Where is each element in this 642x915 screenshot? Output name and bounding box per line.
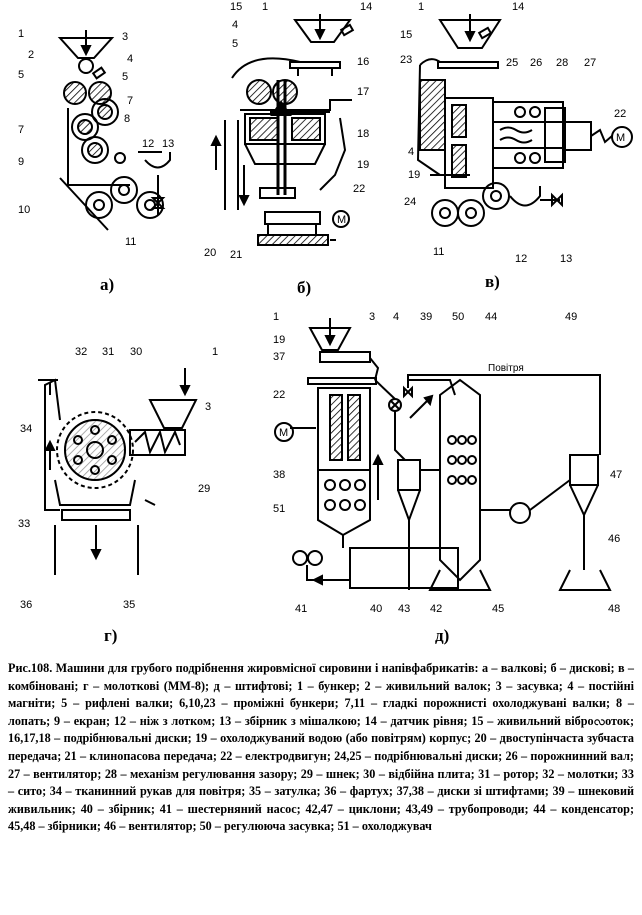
figure-caption: Рис.108. Машини для грубого подрібнення … (8, 661, 634, 834)
svg-text:4: 4 (393, 311, 399, 323)
svg-text:16: 16 (357, 56, 369, 68)
svg-text:г): г) (104, 626, 117, 645)
panel-a-numbers: 1 2 3 4 5 5 7 7 8 9 10 11 12 13 а) (18, 28, 174, 294)
svg-text:14: 14 (360, 1, 372, 13)
svg-text:18: 18 (357, 128, 369, 140)
svg-text:1: 1 (18, 28, 24, 40)
panel-d (274, 318, 612, 591)
svg-text:26: 26 (530, 57, 542, 69)
svg-text:40: 40 (370, 603, 382, 615)
svg-text:13: 13 (560, 253, 572, 265)
svg-text:34: 34 (20, 423, 32, 435)
svg-text:41: 41 (295, 603, 307, 615)
svg-text:19: 19 (357, 159, 369, 171)
svg-text:12: 12 (515, 253, 527, 265)
svg-text:51: 51 (273, 503, 285, 515)
svg-text:32: 32 (75, 346, 87, 358)
svg-text:43: 43 (398, 603, 410, 615)
svg-text:9: 9 (18, 156, 24, 168)
svg-text:36: 36 (20, 599, 32, 611)
svg-text:23: 23 (400, 54, 412, 66)
machines-diagram: 1 2 3 4 5 5 7 7 8 9 10 11 12 13 а) (18, 1, 633, 645)
svg-text:1: 1 (212, 346, 218, 358)
svg-text:7: 7 (18, 124, 24, 136)
svg-text:42: 42 (430, 603, 442, 615)
svg-text:10: 10 (18, 204, 30, 216)
svg-text:5: 5 (232, 38, 238, 50)
svg-text:8: 8 (124, 113, 130, 125)
svg-text:12: 12 (142, 138, 154, 150)
panel-v (416, 14, 633, 227)
svg-text:4: 4 (232, 19, 238, 31)
svg-text:19: 19 (408, 169, 420, 181)
svg-text:37: 37 (273, 351, 285, 363)
svg-text:1: 1 (273, 311, 279, 323)
panel-v-numbers: 1 4 11 12 13 14 15 19 22 23 24 25 26 27 … (400, 1, 626, 291)
svg-text:24: 24 (404, 196, 416, 208)
svg-text:27: 27 (584, 57, 596, 69)
svg-text:28: 28 (556, 57, 568, 69)
svg-text:4: 4 (127, 53, 133, 65)
panel-a (57, 30, 171, 231)
svg-text:48: 48 (608, 603, 620, 615)
svg-text:29: 29 (198, 483, 210, 495)
svg-text:в): в) (485, 272, 500, 291)
svg-text:46: 46 (608, 533, 620, 545)
svg-text:19: 19 (273, 334, 285, 346)
svg-text:22: 22 (273, 389, 285, 401)
svg-text:3: 3 (205, 401, 211, 413)
svg-text:13: 13 (162, 138, 174, 150)
svg-text:33: 33 (18, 518, 30, 530)
svg-text:22: 22 (614, 108, 626, 120)
svg-text:3: 3 (122, 31, 128, 43)
svg-text:30: 30 (130, 346, 142, 358)
svg-text:а): а) (100, 275, 114, 294)
svg-text:1: 1 (262, 1, 268, 13)
svg-text:д): д) (435, 626, 449, 645)
svg-text:М: М (337, 214, 346, 226)
panel-g (38, 368, 198, 575)
svg-text:17: 17 (357, 86, 369, 98)
svg-text:б): б) (297, 278, 311, 297)
svg-text:20: 20 (204, 247, 216, 259)
svg-text:4: 4 (408, 146, 414, 158)
svg-text:2: 2 (28, 49, 34, 61)
svg-text:11: 11 (125, 236, 136, 248)
svg-text:15: 15 (400, 29, 412, 41)
panel-d-numbers: 1 3 4 19 22 37 38 39 40 41 42 43 44 45 4… (273, 311, 622, 645)
svg-text:5: 5 (18, 69, 24, 81)
svg-text:22: 22 (353, 183, 365, 195)
svg-text:39: 39 (420, 311, 432, 323)
svg-text:14: 14 (512, 1, 524, 13)
svg-text:50: 50 (452, 311, 464, 323)
svg-text:15: 15 (230, 1, 242, 13)
svg-text:35: 35 (123, 599, 135, 611)
svg-text:Повітря: Повітря (488, 363, 524, 374)
svg-text:49: 49 (565, 311, 577, 323)
svg-text:М: М (279, 427, 288, 439)
svg-text:25: 25 (506, 57, 518, 69)
svg-text:М: М (616, 132, 625, 144)
svg-text:11: 11 (433, 246, 444, 258)
svg-text:3: 3 (369, 311, 375, 323)
panel-g-numbers: 1 3 29 30 31 32 33 34 35 36 г) (18, 346, 218, 645)
svg-text:5: 5 (122, 71, 128, 83)
panel-b (210, 14, 355, 246)
svg-text:45: 45 (492, 603, 504, 615)
svg-text:21: 21 (230, 249, 242, 261)
svg-text:44: 44 (485, 311, 497, 323)
svg-text:38: 38 (273, 469, 285, 481)
svg-text:47: 47 (610, 469, 622, 481)
svg-text:31: 31 (102, 346, 114, 358)
panel-b-numbers: 1 4 5 14 15 16 17 18 19 20 21 22 М б) (204, 1, 372, 297)
svg-text:7: 7 (127, 95, 133, 107)
svg-text:1: 1 (418, 1, 424, 13)
